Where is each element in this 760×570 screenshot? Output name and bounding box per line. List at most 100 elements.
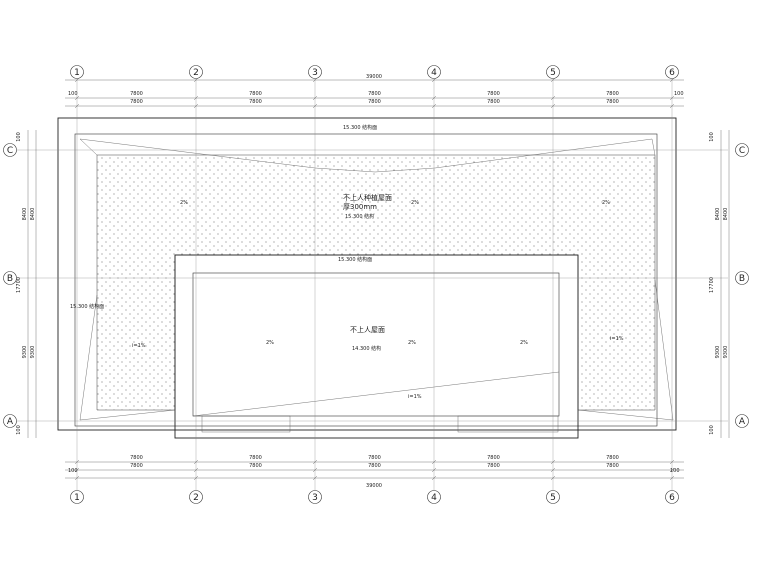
- dim-bay-top-row2-5: 7800: [606, 99, 619, 105]
- dim-tick: [431, 103, 437, 109]
- dim-bay-bottom-row1-1: 7800: [130, 455, 143, 461]
- lower-roof-inner: [192, 272, 560, 417]
- axis-right-A-label: A: [739, 417, 746, 427]
- slope-label-5: i=1%: [610, 336, 624, 342]
- dim-tick: [193, 467, 199, 473]
- dim-tick: [431, 459, 437, 465]
- dim-overall-top: 39000: [366, 74, 382, 80]
- axis-top-2-label: 2: [193, 68, 199, 78]
- dim-tick: [431, 467, 437, 473]
- dim-tick: [74, 475, 80, 481]
- dim-offset-top-left: 100: [68, 91, 78, 97]
- axis-right-C-label: C: [739, 146, 745, 156]
- slope-label-6: i=1%: [408, 394, 422, 400]
- slope-label-8: 2%: [408, 340, 416, 346]
- axis-right-B-circle: [735, 271, 749, 285]
- axis-left-B-circle: [3, 271, 17, 285]
- roof-title: 不上人屋面: [350, 325, 385, 334]
- slope-label-2: 2%: [411, 200, 419, 206]
- dim-tick: [669, 103, 675, 109]
- mid-elevation-label: 15.300 结构面: [338, 256, 372, 263]
- dim-bay-top-row1-2: 7800: [249, 91, 262, 97]
- dim-tick: [74, 467, 80, 473]
- dim-ba-1-left: 9300: [22, 346, 28, 359]
- dim-bay-top-row1-4: 7800: [487, 91, 500, 97]
- row-grid-lines: [14, 149, 728, 422]
- axis-bottom-3-label: 3: [312, 493, 318, 503]
- axis-top-4-circle: [427, 65, 441, 79]
- dim-tick: [669, 467, 675, 473]
- left-elevation-label: 15.300 结构面: [70, 303, 104, 310]
- planted-roof-elev: 15.300 结构: [345, 213, 374, 220]
- dim-tick: [669, 475, 675, 481]
- dim-tick: [550, 475, 556, 481]
- dim-offset-top-right: 100: [674, 91, 684, 97]
- dim-offset-bottom-left: 100: [16, 425, 22, 435]
- axis-bottom-4-label: 4: [431, 493, 437, 503]
- slope-label-7: 2%: [266, 340, 274, 346]
- dim-tick: [74, 103, 80, 109]
- dim-cb-1-right: 8400: [715, 208, 721, 221]
- dim-tick: [312, 103, 318, 109]
- slope-label-1: 2%: [180, 200, 188, 206]
- axis-left-B-label: B: [7, 274, 13, 284]
- axis-left-A-label: A: [7, 417, 14, 427]
- ledge-left: [201, 415, 291, 433]
- dim-tick: [669, 459, 675, 465]
- outer-outline: [57, 117, 677, 431]
- axis-bottom-5-label: 5: [550, 493, 556, 503]
- dim-offset-top-right: 100: [709, 132, 715, 142]
- axis-top-5-label: 5: [550, 68, 556, 78]
- dimension-chains: 7800 7800 7800 7800 7800 7800 7800 7800 7800 7800…: [16, 74, 730, 489]
- parapet-outline: [74, 133, 658, 427]
- ridge-line: [192, 371, 560, 417]
- dim-bay-bottom-row2-3: 7800: [368, 463, 381, 469]
- axis-bottom-6-label: 6: [669, 493, 675, 503]
- dim-bay-bottom-row1-5: 7800: [606, 455, 619, 461]
- slope-label-9: 2%: [520, 340, 528, 346]
- axis-left-C-label: C: [7, 146, 13, 156]
- dim-ba-2-right: 9300: [723, 346, 729, 359]
- dim-ba-1-right: 9300: [715, 346, 721, 359]
- dim-tick: [550, 467, 556, 473]
- dim-bay-bottom-row2-5: 7800: [606, 463, 619, 469]
- gutter-line-left: [79, 294, 176, 421]
- axis-right-C-circle: [735, 143, 749, 157]
- dim-tick: [312, 467, 318, 473]
- dim-bay-top-row2-4: 7800: [487, 99, 500, 105]
- axis-top-4-label: 4: [431, 68, 437, 78]
- axis-top-1-label: 1: [74, 68, 80, 78]
- roof-elevation-label: 14.300 结构: [352, 345, 381, 352]
- axis-right-A-circle: [735, 414, 749, 428]
- dim-tick: [193, 475, 199, 481]
- axis-left-A-circle: [3, 414, 17, 428]
- dim-tick: [74, 459, 80, 465]
- axis-bottom-6-circle: [665, 490, 679, 504]
- axis-left-C-circle: [3, 143, 17, 157]
- planted-roof-title: 不上人种植屋面: [343, 193, 392, 202]
- gutter-line-right: [577, 279, 674, 421]
- dim-bay-bottom-row2-2: 7800: [249, 463, 262, 469]
- dim-bay-top-row1-3: 7800: [368, 91, 381, 97]
- dim-total-right: 17700: [709, 277, 715, 293]
- dim-tick: [550, 95, 556, 101]
- dim-offset-bottom-right: 100: [709, 425, 715, 435]
- ledge-right: [457, 415, 559, 433]
- dim-tick: [431, 95, 437, 101]
- axis-bottom-1-circle: [70, 490, 84, 504]
- dim-cb-2-left: 8400: [30, 208, 36, 221]
- dim-bay-bottom-row1-2: 7800: [249, 455, 262, 461]
- planted-roof-depth: 厚300mm: [343, 203, 377, 211]
- dim-tick: [669, 95, 675, 101]
- dim-tick: [431, 475, 437, 481]
- axis-right-B-label: B: [739, 274, 745, 284]
- gutter-corner-l: [79, 138, 98, 156]
- gutter-corner-r: [651, 138, 656, 156]
- gutter-line-top: [79, 138, 653, 173]
- lower-roof-block: [174, 254, 579, 439]
- axis-top-1-circle: [70, 65, 84, 79]
- dim-bay-top-row1-5: 7800: [606, 91, 619, 97]
